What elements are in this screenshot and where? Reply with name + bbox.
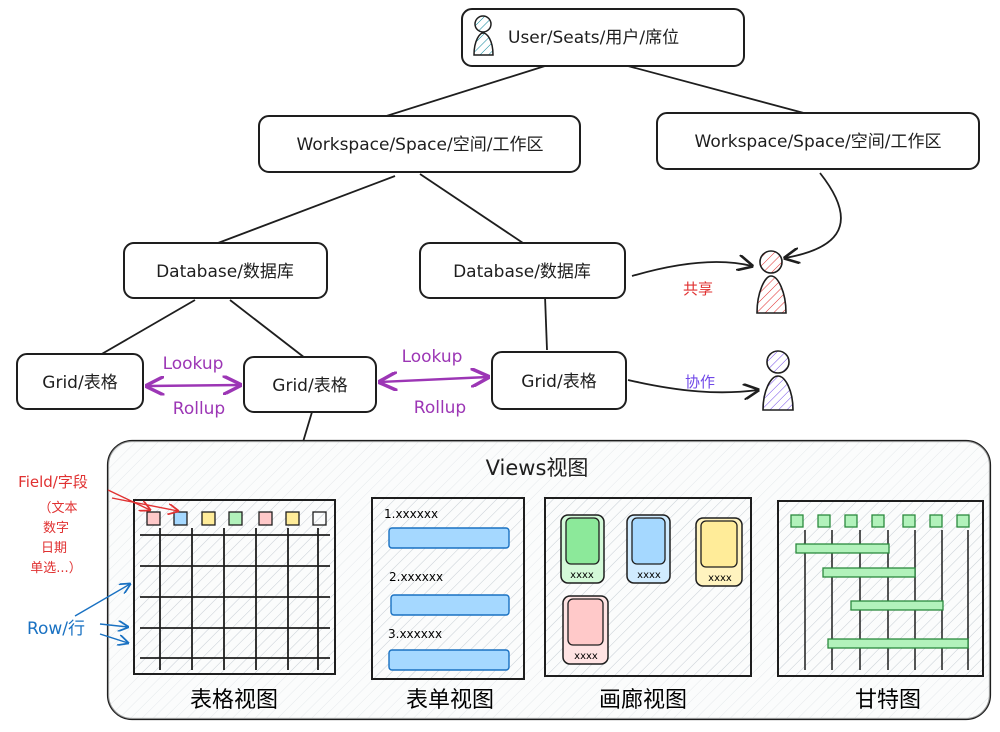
edge-user-workspace-right (627, 65, 816, 117)
grid-3-node[interactable]: Grid/表格 (491, 351, 627, 410)
gantt-bar-4[interactable] (827, 638, 969, 649)
edge-workspace-database-right (419, 173, 524, 244)
gantt-view-label: 甘特图 (855, 688, 921, 713)
workspace-left-node[interactable]: Workspace/Space/空间/工作区 (258, 115, 581, 173)
edge-database-grid-1 (99, 299, 196, 356)
form-view-panel[interactable]: 1.xxxxxx 2.xxxxxx 3.xxxxxx 表单视图 (371, 497, 525, 713)
grid-3-label: Grid/表格 (521, 372, 596, 392)
field-square-2 (173, 511, 188, 526)
workspace-left-label: Workspace/Space/空间/工作区 (297, 135, 544, 155)
gallery-card-3[interactable]: xxxx (695, 517, 743, 587)
connector-lines (99, 65, 842, 443)
edge-database-grid-3 (544, 295, 548, 351)
lookup-rollup-arrow-2 (380, 377, 488, 382)
gantt-bar-3[interactable] (850, 600, 944, 611)
gallery-card-4-text: xxxx (574, 651, 598, 662)
field-square-5 (258, 511, 273, 526)
gantt-square-3 (844, 514, 858, 528)
gallery-card-4[interactable]: xxxx (562, 595, 609, 665)
form-item-1-label: 1.xxxxxx (384, 507, 438, 521)
field-square-4 (228, 511, 243, 526)
person-red-icon (756, 250, 787, 314)
row-arrows (74, 584, 130, 643)
person-purple-icon (762, 350, 794, 411)
gantt-view-panel[interactable]: 甘特图 (777, 500, 984, 713)
field-header-squares (146, 511, 327, 526)
edge-database-grid-2 (229, 299, 306, 359)
purple-arrows (147, 377, 488, 386)
form-input-1[interactable] (388, 527, 510, 549)
database-right-label: Database/数据库 (453, 262, 591, 282)
field-square-7 (312, 511, 327, 526)
row-annotation: Row/行 (27, 619, 85, 639)
field-type-4: 单选...） (30, 561, 81, 576)
lookup-label-1: Lookup (163, 354, 224, 374)
field-annotation: Field/字段 (18, 473, 88, 491)
form-input-3[interactable] (388, 649, 510, 671)
gantt-bar-2[interactable] (822, 567, 916, 578)
arrow-database-to-share (631, 262, 752, 277)
field-types: （文本 数字 日期 单选...） (30, 501, 81, 576)
edge-workspace-database-left (217, 175, 396, 244)
grid-2-node[interactable]: Grid/表格 (243, 356, 377, 413)
form-item-2-label: 2.xxxxxx (389, 570, 443, 584)
field-arrows (107, 489, 178, 511)
edge-user-workspace-left (379, 65, 546, 119)
gallery-card-1-text: xxxx (570, 570, 594, 581)
database-left-node[interactable]: Database/数据库 (123, 242, 328, 299)
user-label: User/Seats/用户/席位 (508, 28, 679, 48)
gantt-bars (795, 543, 969, 649)
views-title: Views视图 (486, 456, 589, 480)
workspace-right-label: Workspace/Space/空间/工作区 (695, 132, 942, 152)
gallery-card-2-text: xxxx (637, 570, 661, 581)
gantt-square-6 (929, 514, 943, 528)
grid-view-panel[interactable]: 表格视图 (133, 499, 336, 713)
gallery-card-1[interactable]: xxxx (560, 514, 605, 584)
lookup-label-2: Lookup (402, 347, 463, 367)
gallery-view-label: 画廊视图 (599, 688, 687, 713)
database-right-node[interactable]: Database/数据库 (419, 242, 626, 299)
field-type-2: 数字 (43, 521, 69, 536)
field-type-1: （文本 (38, 501, 77, 516)
gallery-view-panel[interactable]: xxxx xxxx xxxx xxxx 画廊视图 (544, 497, 752, 713)
lookup-rollup-arrow-1 (147, 385, 240, 386)
grid-2-label: Grid/表格 (272, 376, 347, 396)
grid-1-node[interactable]: Grid/表格 (16, 353, 144, 410)
form-item-3-label: 3.xxxxxx (388, 627, 442, 641)
share-label: 共享 (683, 280, 713, 298)
person-teal-icon (473, 15, 494, 56)
edge-grid-views (302, 411, 313, 443)
field-square-6 (285, 511, 300, 526)
rollup-label-1: Rollup (173, 399, 225, 419)
field-square-3 (201, 511, 216, 526)
gantt-bar-1[interactable] (795, 543, 890, 554)
gantt-square-2 (817, 514, 831, 528)
rollup-label-2: Rollup (414, 398, 466, 418)
user-node[interactable]: User/Seats/用户/席位 (461, 8, 745, 67)
gallery-card-2[interactable]: xxxx (626, 514, 671, 584)
field-square-1 (146, 511, 161, 526)
collab-label: 协作 (685, 373, 715, 391)
form-input-2[interactable] (390, 594, 510, 616)
grid-1-label: Grid/表格 (42, 373, 117, 393)
database-left-label: Database/数据库 (156, 262, 294, 282)
gantt-header-squares (790, 514, 970, 528)
gantt-square-1 (790, 514, 804, 528)
workspace-right-node[interactable]: Workspace/Space/空间/工作区 (656, 112, 980, 170)
arrow-grid-to-collab (627, 379, 758, 392)
gantt-square-5 (902, 514, 916, 528)
gallery-card-3-text: xxxx (708, 573, 732, 584)
arrow-workspace-to-share (785, 172, 842, 258)
grid-view-label: 表格视图 (190, 688, 278, 713)
gantt-square-7 (956, 514, 970, 528)
gantt-square-4 (871, 514, 885, 528)
form-view-label: 表单视图 (406, 688, 494, 713)
field-type-3: 日期 (41, 541, 67, 556)
